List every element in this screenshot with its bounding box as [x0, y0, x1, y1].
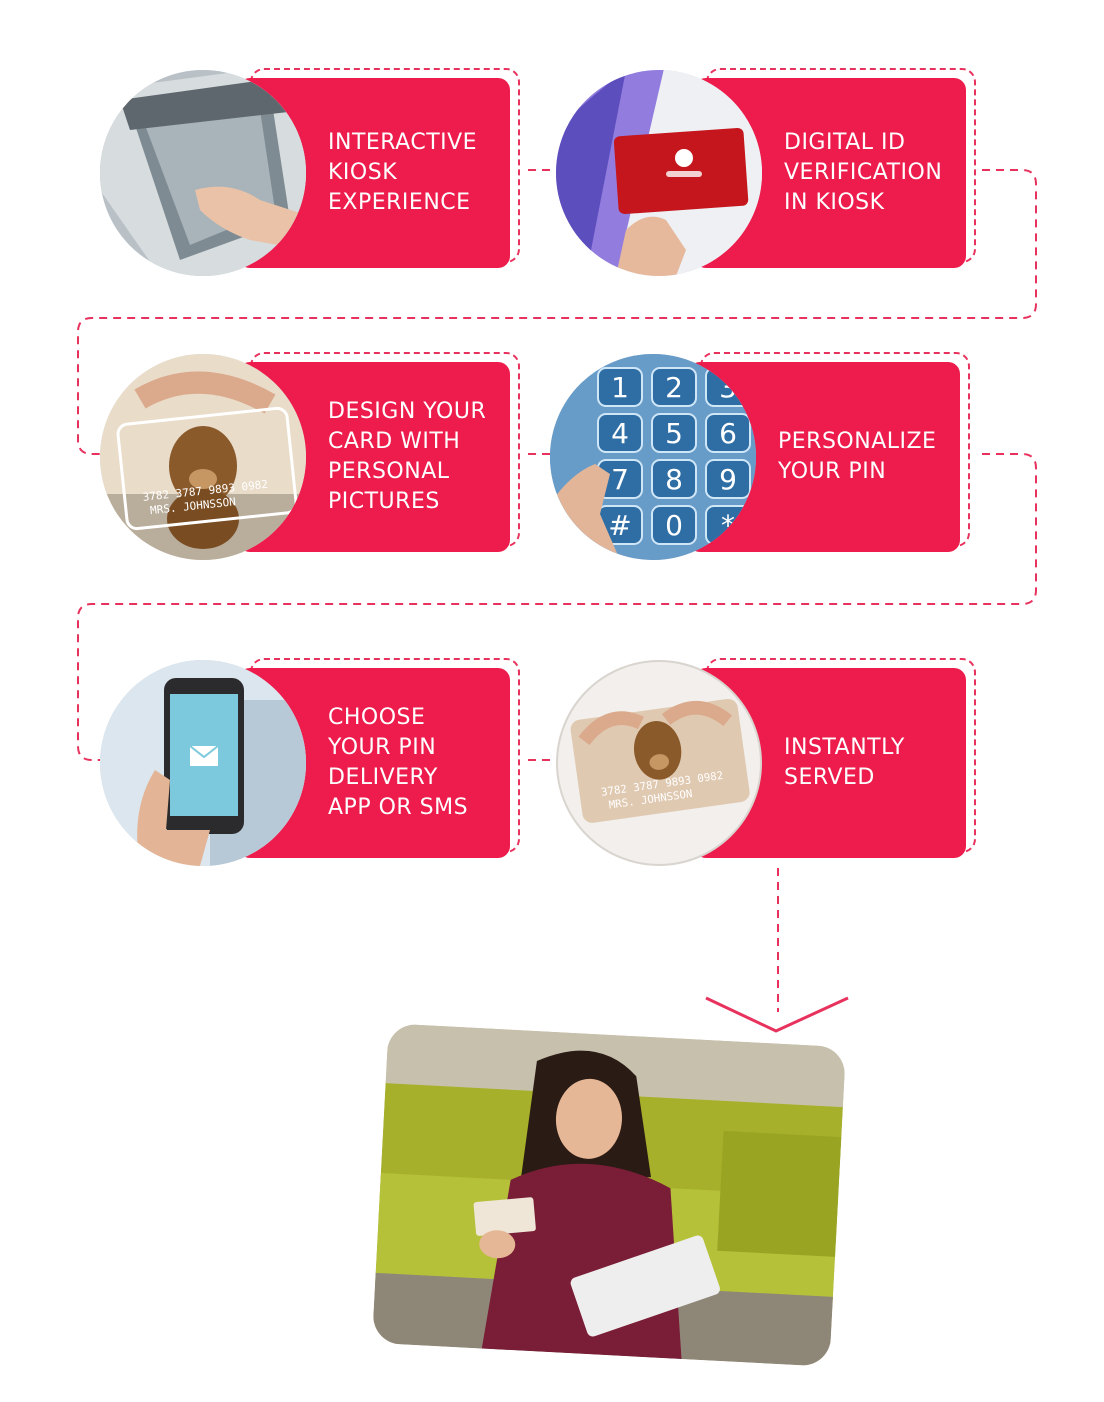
woman-with-card-and-tablet-photo-icon	[371, 1023, 847, 1367]
step-label: INSTANTLY SERVED	[784, 735, 905, 790]
keypad-key-label: 5	[665, 417, 683, 450]
step-label: INTERACTIVE KIOSK EXPERIENCE	[328, 130, 478, 215]
step-instantly-served: INSTANTLY SERVED 3782 3787 9893 0982 MRS…	[556, 658, 986, 868]
kiosk-touchscreen-photo-icon	[100, 70, 306, 276]
keypad-key	[651, 367, 697, 407]
keypad-key-label: 4	[611, 417, 629, 450]
keypad-key-label: 9	[719, 463, 737, 496]
step-label: CHOOSE YOUR PIN DELIVERY APP OR SMS	[328, 705, 469, 820]
keypad-key-label: 8	[665, 463, 683, 496]
step-pin-delivery: CHOOSE YOUR PIN DELIVERY APP OR SMS	[100, 658, 530, 868]
keypad-key	[705, 459, 751, 499]
step-label: DIGITAL ID VERIFICATION IN KIOSK	[784, 130, 943, 215]
down-arrow-icon	[705, 996, 849, 1033]
keypad-key-label: 7	[611, 463, 629, 496]
step-kiosk-experience: INTERACTIVE KIOSK EXPERIENCE	[100, 68, 530, 278]
keypad-key-label: 1	[611, 371, 629, 404]
keypad-key-label: 6	[719, 417, 737, 450]
step-label: DESIGN YOUR CARD WITH PERSONAL PICTURES	[328, 399, 487, 514]
keypad-key-label: #	[608, 509, 631, 542]
puppy-card-photo-icon: 3782 3787 9893 0982 MRS. JOHNSSON	[100, 354, 306, 560]
step-digital-id: DIGITAL ID VERIFICATION IN KIOSK	[556, 68, 986, 278]
keypad-key-label: 2	[665, 371, 683, 404]
keypad-key-label: 0	[665, 509, 683, 542]
keypad-key	[651, 459, 697, 499]
step-design-card: DESIGN YOUR CARD WITH PERSONAL PICTURES …	[100, 352, 530, 562]
id-card-photo-icon	[556, 70, 762, 276]
keypad-key	[597, 367, 643, 407]
finished-card-photo-icon: 3782 3787 9893 0982 MRS. JOHNSSON	[556, 660, 762, 866]
keypad-key	[705, 413, 751, 453]
keypad-key	[651, 413, 697, 453]
keypad-key	[597, 413, 643, 453]
step-label: PERSONALIZE YOUR PIN	[778, 429, 937, 484]
phone-sms-photo-icon	[100, 660, 306, 866]
keypad-key	[651, 505, 697, 545]
